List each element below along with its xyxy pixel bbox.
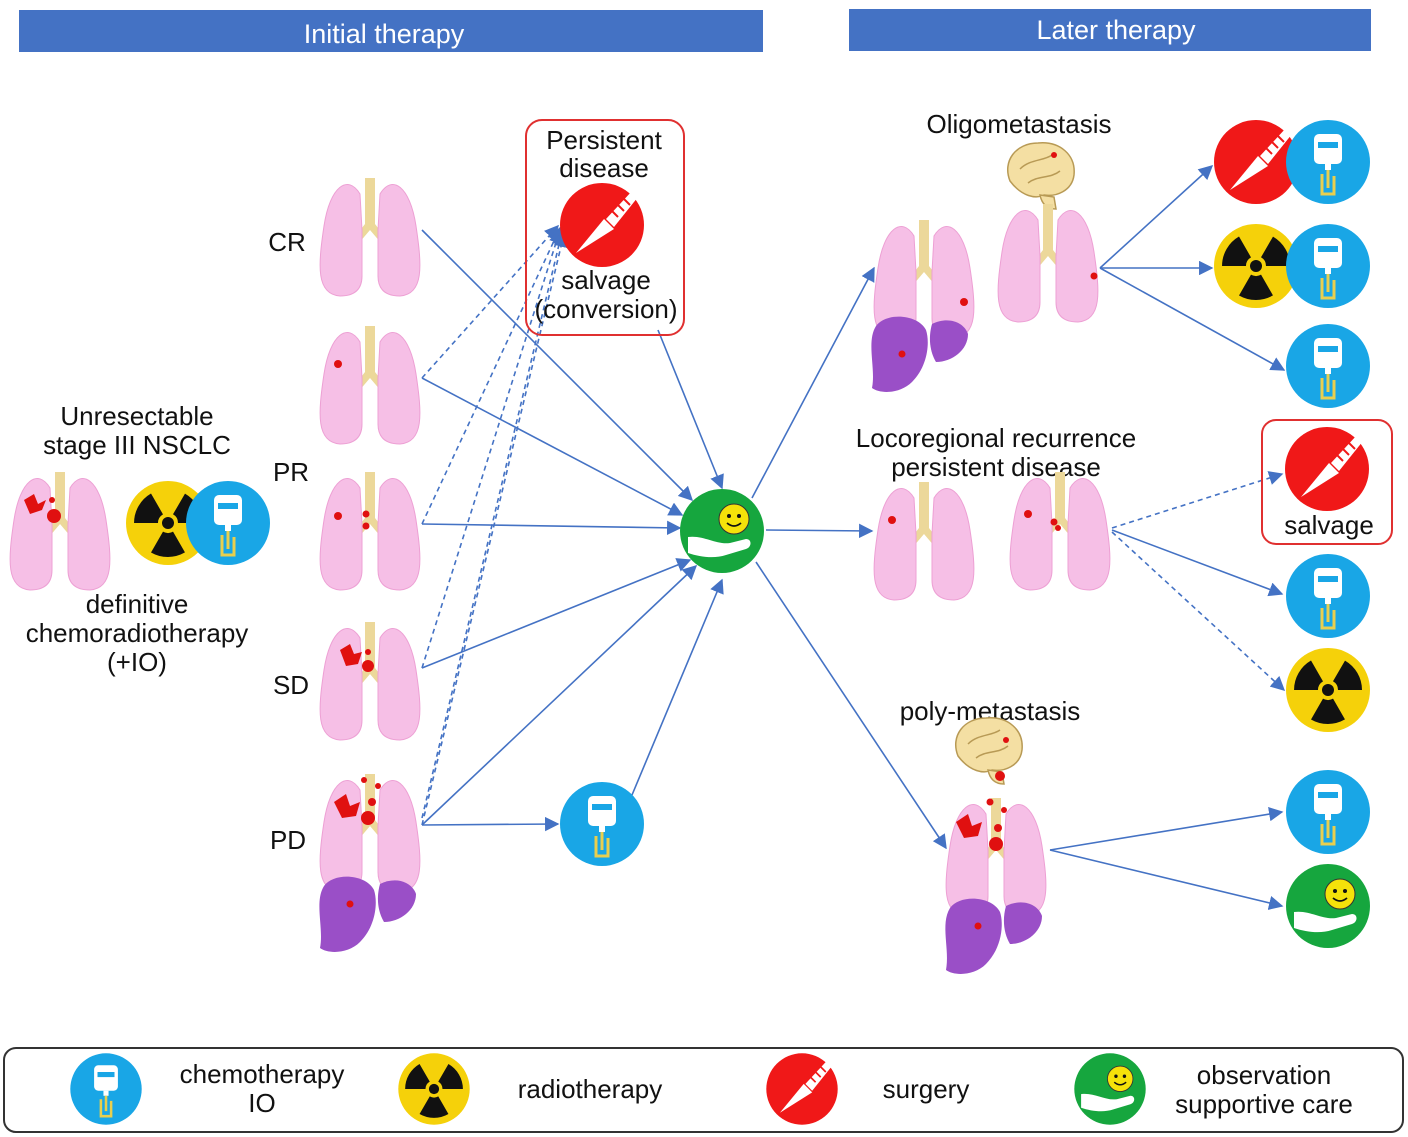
lung-icon <box>873 481 975 601</box>
lung-icon <box>945 797 1047 917</box>
flow-arrows <box>421 165 1286 910</box>
scalpel-icon <box>1284 426 1370 512</box>
svg-text:disease: disease <box>559 153 649 183</box>
liver-icon <box>945 898 1042 974</box>
svg-text:salvage: salvage <box>1284 510 1374 540</box>
svg-text:Persistent: Persistent <box>546 125 662 155</box>
header-later-therapy: Later therapy <box>849 9 1371 51</box>
persistent-disease-box: Persistent disease salvage (conversion) <box>525 119 685 336</box>
radiation-icon <box>1285 648 1370 735</box>
scalpel-icon <box>765 1052 839 1126</box>
legend: chemotherapy IO radiotherapy surgery obs… <box>3 1047 1404 1133</box>
svg-text:chemoradiotherapy: chemoradiotherapy <box>26 618 249 648</box>
iv-bag-icon <box>1284 552 1372 640</box>
lung-icon <box>9 471 111 591</box>
iv-bag-icon <box>184 479 272 567</box>
hand-smiley-icon <box>1285 863 1371 949</box>
lung-icon <box>319 773 421 893</box>
header-initial-therapy: Initial therapy <box>19 10 763 52</box>
scalpel-icon <box>1213 119 1299 205</box>
iv-bag-icon <box>69 1052 143 1126</box>
radiation-icon <box>1213 224 1298 311</box>
svg-text:SD: SD <box>273 670 309 700</box>
svg-text:radiotherapy: radiotherapy <box>518 1074 663 1104</box>
svg-text:surgery: surgery <box>883 1074 970 1104</box>
iv-bag-icon <box>558 780 646 868</box>
lung-icon <box>319 471 421 591</box>
svg-text:(+IO): (+IO) <box>107 647 167 677</box>
brain-icon <box>954 717 1023 785</box>
lung-icon <box>319 325 421 445</box>
lung-icon <box>1009 471 1111 591</box>
lung-icon <box>319 621 421 741</box>
svg-text:stage III NSCLC: stage III NSCLC <box>43 430 231 460</box>
response-sd: SD <box>273 621 421 741</box>
svg-text:salvage: salvage <box>561 265 651 295</box>
brain-icon <box>1006 142 1075 210</box>
liver-icon <box>871 316 968 392</box>
hand-smiley-icon <box>679 488 765 574</box>
svg-text:chemotherapy: chemotherapy <box>180 1059 345 1089</box>
polymetastasis-node: poly-metastasis <box>900 696 1372 974</box>
lung-icon <box>319 177 421 297</box>
liver-icon <box>319 876 416 952</box>
svg-text:Initial therapy: Initial therapy <box>304 19 465 49</box>
svg-text:Unresectable: Unresectable <box>60 401 213 431</box>
iv-bag-icon <box>1284 222 1372 310</box>
scalpel-icon <box>559 182 645 268</box>
response-cr: CR <box>268 177 421 297</box>
oligometastasis-node: Oligometastasis <box>871 109 1372 410</box>
start-node: Unresectable stage III NSCLC definitive … <box>9 401 272 677</box>
svg-text:Oligometastasis: Oligometastasis <box>927 109 1112 139</box>
iv-bag-icon <box>1284 768 1372 856</box>
svg-text:(conversion): (conversion) <box>534 294 677 324</box>
response-pr: PR <box>273 325 421 591</box>
hand-smiley-icon <box>1073 1052 1147 1126</box>
salvage-box: salvage <box>1261 419 1393 545</box>
svg-text:PR: PR <box>273 457 309 487</box>
svg-text:Locoregional recurrence: Locoregional recurrence <box>856 423 1136 453</box>
svg-text:PD: PD <box>270 825 306 855</box>
response-pd: PD <box>270 773 421 952</box>
locoregional-node: Locoregional recurrence persistent disea… <box>856 419 1393 735</box>
svg-text:persistent disease: persistent disease <box>891 452 1101 482</box>
svg-text:supportive care: supportive care <box>1175 1089 1353 1119</box>
iv-bag-icon <box>1284 118 1372 206</box>
svg-text:Later therapy: Later therapy <box>1036 15 1196 45</box>
svg-text:CR: CR <box>268 227 306 257</box>
lung-icon <box>873 219 975 339</box>
svg-text:observation: observation <box>1197 1060 1331 1090</box>
iv-bag-icon <box>1284 322 1372 410</box>
svg-text:IO: IO <box>248 1088 275 1118</box>
svg-text:definitive: definitive <box>86 589 189 619</box>
lung-icon <box>997 203 1099 323</box>
